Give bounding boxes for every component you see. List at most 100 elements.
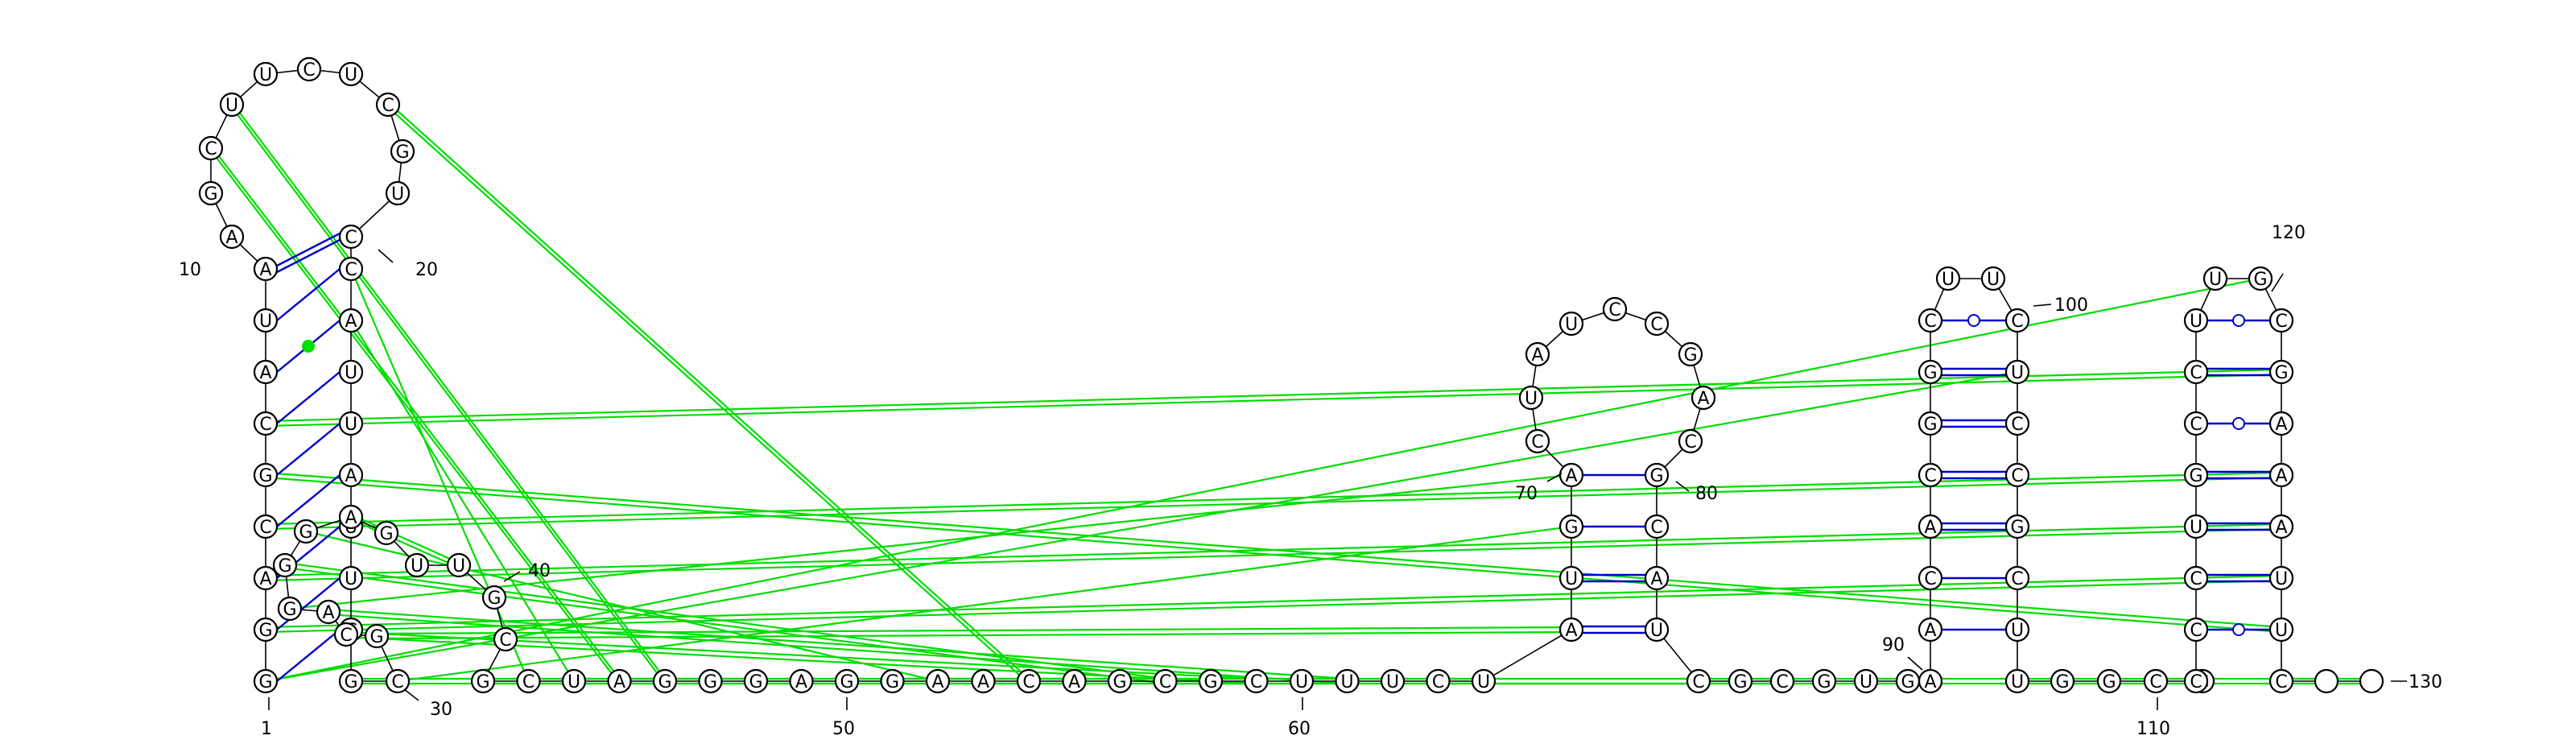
tertiary-line: [328, 613, 1348, 685]
nucleotide-letter: U: [345, 363, 357, 383]
nucleotide-102: C: [2004, 462, 2030, 488]
nucleotide-circle: [1644, 617, 1670, 643]
nucleotide-circle: [272, 552, 298, 578]
tertiary-3-125: [265, 523, 2282, 582]
nucleotide-circle: [338, 411, 364, 436]
nucleotide-circle: [375, 92, 401, 118]
nucleotide-letter: C: [259, 415, 271, 435]
nucleotide-128: C: [2268, 668, 2294, 694]
nucleotide-letter: G: [840, 672, 853, 692]
nucleotide-letter: U: [1987, 270, 2000, 290]
nucleotide-letter: C: [1531, 432, 1543, 453]
nucleotide-60: C: [1244, 668, 1269, 694]
nucleotide-9: A: [253, 256, 279, 282]
base-pair-113-126: [2207, 573, 2270, 583]
nucleotide-124: A: [2268, 462, 2294, 488]
nucleotide-letter: U: [225, 96, 238, 116]
nucleotide-letter: C: [303, 60, 315, 81]
nucleotide-letter: C: [1608, 300, 1620, 320]
base-pair-116-123: [2207, 417, 2270, 430]
nucleotide-29: G: [338, 668, 364, 694]
nucleotide-circle: [1198, 668, 1224, 694]
nucleotide-letter: U: [2190, 312, 2202, 332]
tertiary-30-68: [397, 525, 1572, 683]
nucleotide-43: G: [470, 668, 496, 694]
tertiary-line: [265, 574, 2282, 629]
tick-80: [1675, 481, 1690, 492]
nucleotide-69: A: [1558, 462, 1584, 488]
nucleotide-2: G: [253, 617, 279, 643]
tertiary-line: [284, 566, 1166, 685]
nucleotide-47: G: [652, 668, 678, 694]
nucleotide-circle: [338, 668, 364, 694]
nucleotide-circle: [338, 359, 364, 385]
base-pair-94-101: [1942, 419, 2006, 428]
nucleotide-letter: G: [487, 589, 501, 609]
nucleotide-42: C: [493, 626, 518, 652]
nucleotide-78: C: [1678, 428, 1703, 454]
nucleotide-33: A: [316, 599, 341, 625]
nucleotide-circle: [198, 180, 224, 206]
tick-100: [2033, 304, 2052, 307]
nucleotide-circle: [1335, 668, 1360, 694]
nucleotide-circle: [789, 668, 814, 694]
label-130: 130: [2409, 672, 2442, 692]
nucleotide-75: C: [1644, 311, 1670, 337]
nucleotide-circle: [364, 623, 390, 649]
nucleotide-circle: [2268, 359, 2294, 385]
nucleotide-circle: [2004, 308, 2030, 333]
nucleotide-61: U: [1289, 668, 1315, 694]
pair-line: [276, 629, 341, 682]
nucleotide-5: G: [253, 462, 279, 488]
nucleotide-85: C: [1769, 668, 1795, 694]
nucleotide-circle: [1769, 668, 1795, 694]
nucleotide-55: C: [1016, 668, 1042, 694]
nucleotide-50: A: [789, 668, 814, 694]
nucleotide-letter: G: [258, 621, 272, 641]
nucleotide-circle: [1918, 411, 1943, 436]
nucleotide-108: G: [2096, 668, 2122, 694]
nucleotide-57: G: [1107, 668, 1133, 694]
nucleotide-circle: [2183, 411, 2209, 436]
nucleotide-letter: C: [1650, 315, 1662, 335]
nucleotide-letter: A: [795, 672, 807, 692]
label-70: 70: [1515, 484, 1538, 504]
base-pair-2-27: [276, 577, 341, 630]
nucleotide-100: U: [2004, 359, 2030, 385]
nucleotide-letter: U: [1942, 270, 1955, 290]
nucleotide-circle: [607, 668, 632, 694]
nucleotide-96: C: [1918, 308, 1943, 333]
nucleotide-circle: [390, 138, 415, 164]
nucleotide-circle: [1918, 359, 1943, 385]
tertiary-2-126: [265, 574, 2282, 634]
nucleotide-circle: [253, 617, 279, 643]
nucleotide-66: A: [1558, 617, 1584, 643]
nucleotide-letter: A: [2275, 466, 2287, 486]
nucleotide-circle: [404, 552, 430, 578]
nucleotide-84: G: [1728, 668, 1753, 694]
nucleotide-19: U: [385, 180, 411, 206]
nucleotide-7: A: [253, 359, 279, 385]
nucleotide-letter: G: [1649, 466, 1663, 486]
nucleotide-118: U: [2183, 308, 2209, 333]
tertiary-36-53: [305, 530, 939, 683]
nucleotide-99: C: [2004, 308, 2030, 333]
nucleotide-circle: [2004, 565, 2030, 591]
nucleotide-circle: [2183, 308, 2209, 333]
tertiary-line: [305, 530, 939, 683]
nucleotide-circle: [338, 224, 364, 250]
nucleotide-103: G: [2004, 514, 2030, 539]
tertiary-line: [387, 101, 1030, 680]
nucleotide-63: U: [1380, 668, 1406, 694]
nucleotide-letter: C: [1684, 432, 1696, 453]
nucleotide-123: A: [2268, 411, 2294, 436]
nucleotide-circle: [470, 668, 496, 694]
nucleotide-letter: U: [1386, 672, 1399, 692]
nucleotide-letter: U: [1565, 569, 1578, 589]
tertiary-21-44: [349, 268, 530, 682]
nucleotide-letter: A: [259, 363, 271, 383]
nucleotide-circle: [2183, 617, 2209, 643]
nucleotide-letter: U: [1295, 672, 1308, 692]
nucleotide-letter: C: [2190, 415, 2202, 435]
nucleotide-59: G: [1198, 668, 1224, 694]
